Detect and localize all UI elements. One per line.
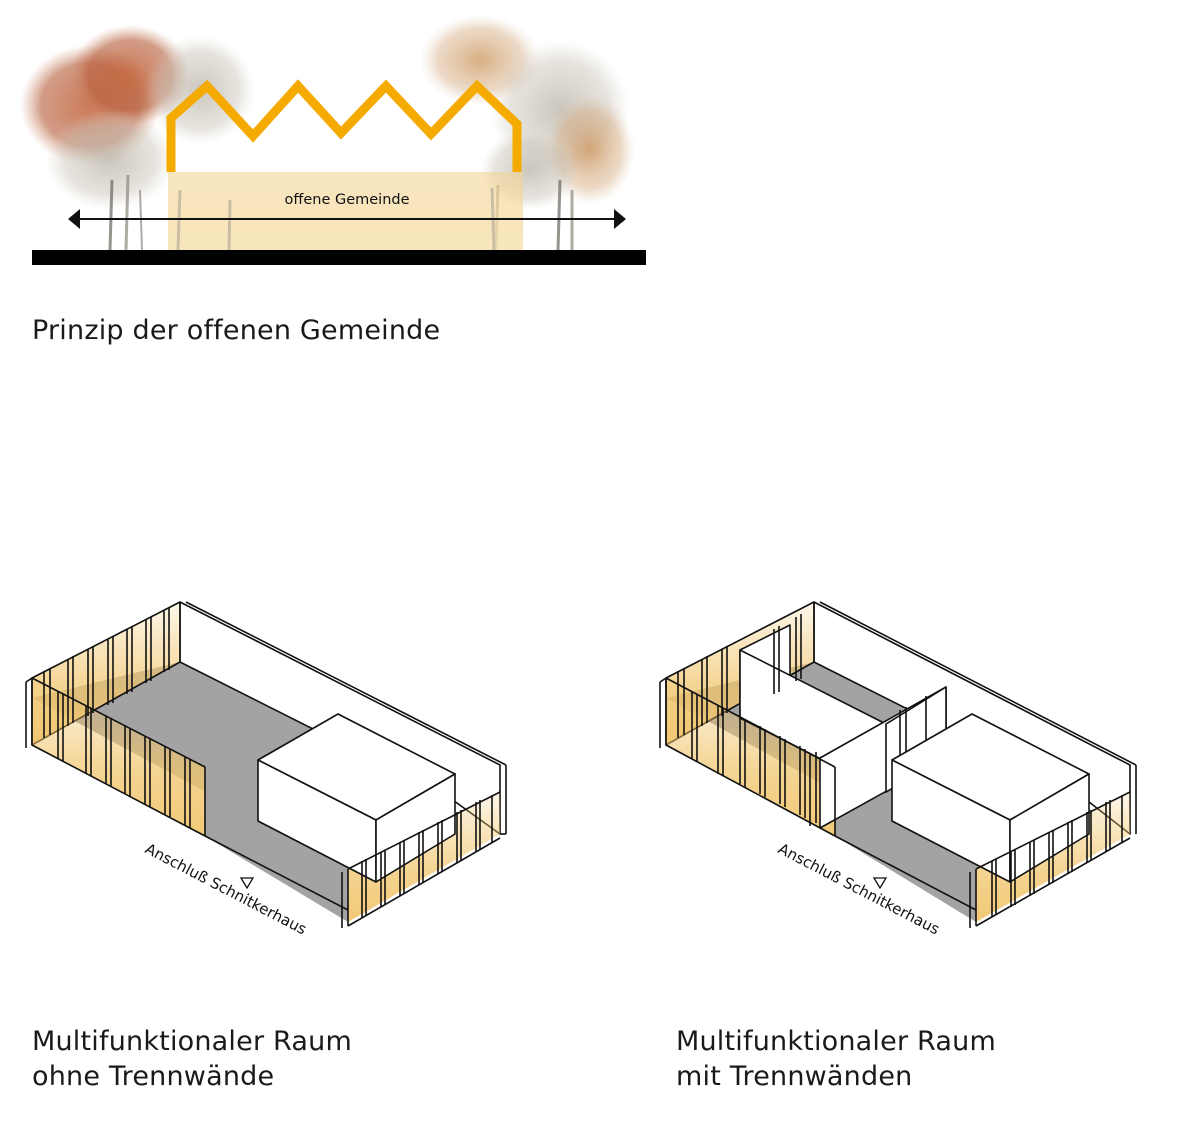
glass-wall-front-right: [348, 792, 500, 922]
entry-triangle-icon: [239, 877, 255, 890]
caption-right: Multifunktionaler Raum mit Trennwänden: [676, 1026, 996, 1092]
section-caption: Prinzip der offenen Gemeinde: [32, 315, 441, 346]
mullions-back-left: [43, 608, 170, 738]
tree-right-icon: [420, 15, 635, 251]
glass-wall-front-left: [666, 678, 835, 836]
mullions-front-right: [361, 795, 493, 917]
double-arrow-icon: [68, 209, 626, 229]
sawtooth-roof: [166, 79, 522, 172]
caption-left: Multifunktionaler Raum ohne Trennwände: [32, 1026, 352, 1092]
glass-wall-front-left: [32, 678, 205, 836]
axonometric-left: Anschluß Schnitkerhaus: [25, 601, 507, 938]
mullions-front-left: [57, 691, 191, 828]
mullions-back-left: [677, 614, 802, 738]
mullions-front-left: [691, 691, 806, 818]
entry-triangle-icon: [872, 877, 888, 890]
axonometric-right: Anschluß Schnitkerhaus: [659, 601, 1137, 938]
mullions-front-right: [991, 795, 1123, 917]
section-diagram: offene Gemeinde: [20, 15, 646, 265]
ground-line: [32, 250, 646, 265]
section-label: offene Gemeinde: [284, 192, 409, 208]
open-community-glow: [168, 172, 523, 250]
box-side: [375, 773, 456, 883]
